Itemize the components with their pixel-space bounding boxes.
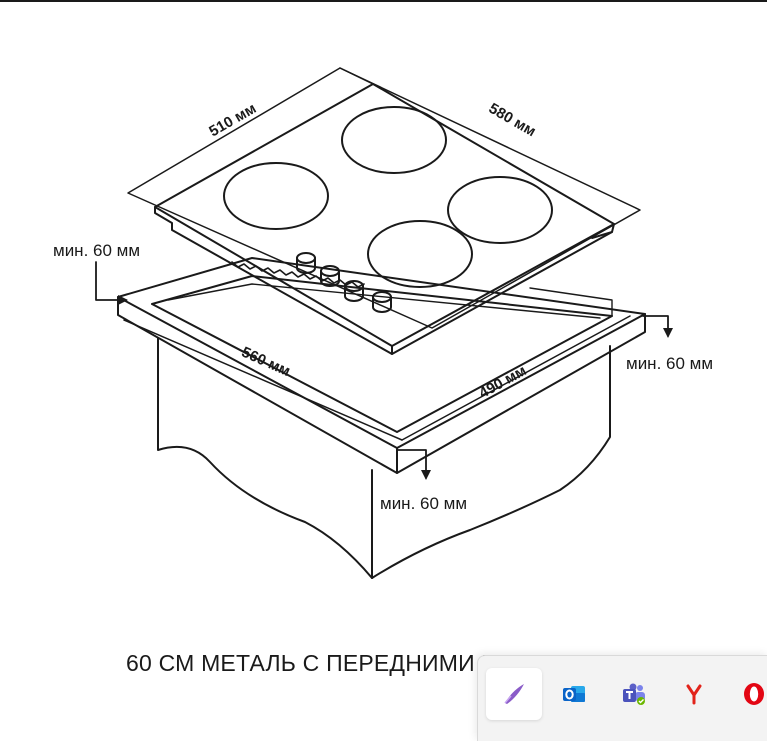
clearance-arrow-left	[95, 261, 128, 305]
top-border	[0, 0, 767, 2]
hob-glass-right-lip	[591, 231, 613, 239]
outlook-icon	[563, 686, 585, 702]
teams-app-button[interactable]	[606, 668, 662, 720]
burner-left	[223, 162, 329, 230]
pen-app-button[interactable]	[486, 668, 542, 720]
clearance-left-label: мин. 60 мм	[53, 241, 140, 260]
dim-510-tick	[339, 67, 374, 85]
control-knob	[344, 280, 364, 302]
dim-560-line	[123, 319, 403, 441]
hob-underside-ridges	[231, 261, 365, 288]
clearance-arrow-right	[642, 315, 673, 338]
dim-580-label: 580 мм	[486, 100, 539, 140]
dim-490-line	[401, 315, 631, 441]
cutout-inner-right	[529, 287, 613, 317]
yandex-app-button[interactable]	[666, 668, 722, 720]
hob-dimension-outline	[127, 67, 641, 329]
yandex-icon	[686, 684, 702, 705]
control-knob	[320, 265, 340, 287]
countertop-front-left	[117, 296, 398, 474]
countertop-front-right	[396, 313, 646, 474]
burner-right	[447, 176, 553, 244]
clearance-right-label: мин. 60 мм	[626, 354, 713, 373]
pen-icon	[504, 684, 524, 704]
hob-glass-front-left	[154, 206, 393, 355]
control-knob	[372, 291, 392, 313]
dim-560-label: 560 мм	[239, 344, 293, 380]
clearance-arrow-front	[397, 449, 431, 480]
cutout-inner-back	[167, 283, 601, 319]
opera-icon	[744, 683, 764, 705]
control-knob	[296, 252, 316, 274]
burner-front	[367, 220, 473, 288]
opera-app-button[interactable]	[726, 668, 767, 720]
countertop-top	[117, 257, 646, 449]
outlook-app-button[interactable]	[546, 668, 602, 720]
burner-back	[341, 106, 447, 174]
cabinet-left-edge	[157, 337, 373, 579]
cabinet-right-edge	[371, 345, 611, 579]
dim-490-label: 490 мм	[476, 362, 529, 402]
taskbar-flyout	[477, 655, 767, 741]
teams-icon	[623, 683, 645, 705]
clearance-front-label: мин. 60 мм	[380, 494, 467, 513]
hob-installation-diagram: 510 мм 580 мм 560 мм 490 мм мин. 60 мм м…	[53, 67, 713, 579]
